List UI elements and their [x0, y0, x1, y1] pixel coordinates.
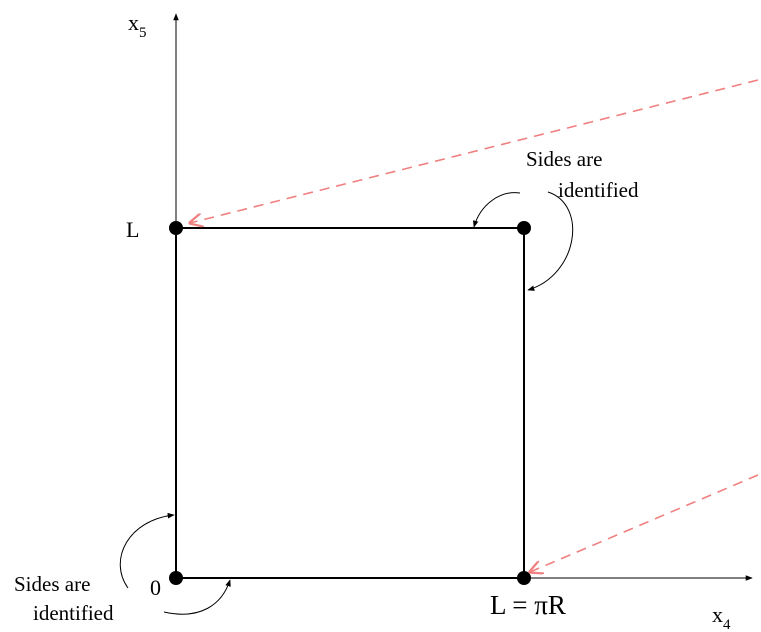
corner-point-bottom-right	[517, 571, 531, 585]
x-axis-label: x4	[712, 602, 731, 632]
dashed-arrow-top	[190, 79, 759, 223]
origin-label: 0	[150, 575, 161, 600]
bottom-right-label: L = πR	[490, 590, 566, 620]
dashed-arrow-bottom	[530, 474, 759, 572]
identification-arrow-right	[527, 191, 574, 291]
annotation-bottom-left-line2: identified	[33, 601, 114, 625]
identification-arrow-left	[119, 512, 175, 589]
annotation-top-right-line2: identified	[558, 178, 639, 202]
y-axis-label: x5	[128, 10, 147, 41]
identification-arrow-top	[472, 192, 521, 228]
corner-point-origin	[169, 571, 183, 585]
identification-arrow-bottom	[163, 579, 231, 615]
top-left-label: L	[126, 217, 139, 242]
fundamental-square	[175, 227, 525, 579]
annotation-bottom-left-line1: Sides are	[14, 572, 90, 596]
corner-point-top-right	[517, 221, 531, 235]
corner-point-top-left	[169, 221, 183, 235]
annotation-top-right-line1: Sides are	[526, 147, 602, 171]
